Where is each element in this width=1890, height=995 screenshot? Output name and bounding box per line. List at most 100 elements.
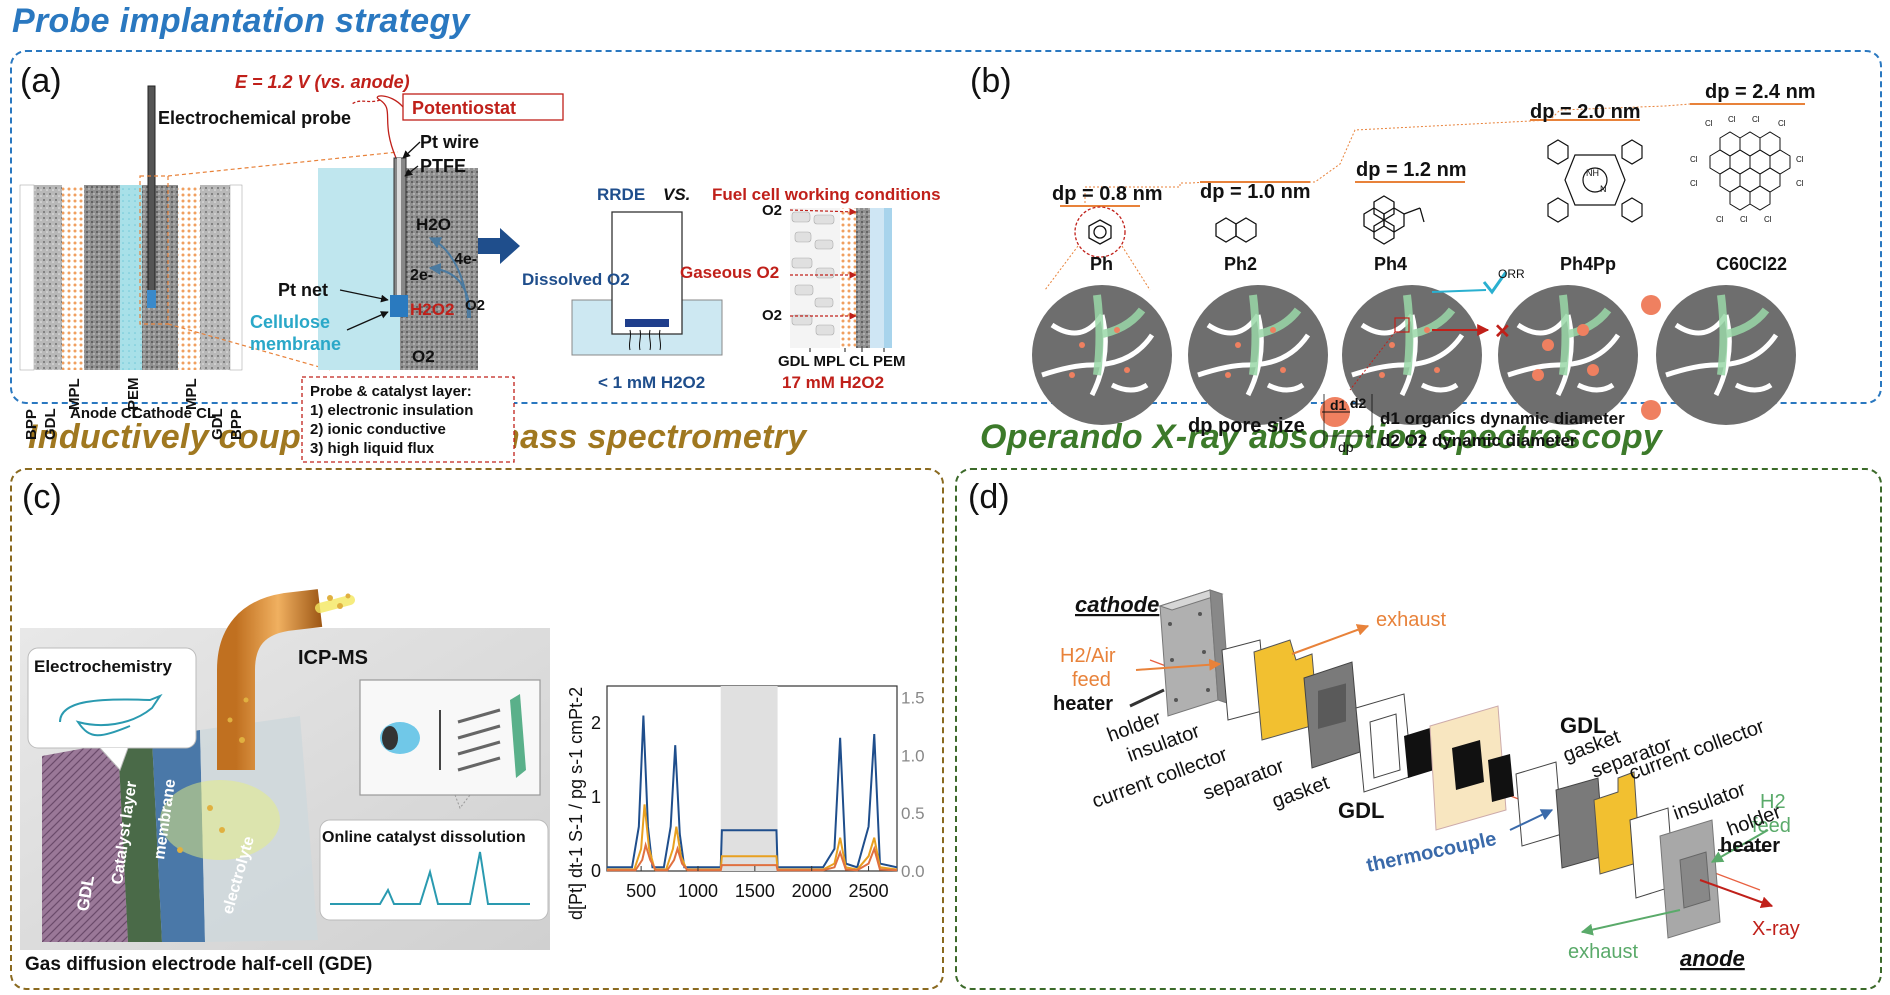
requirement-2: 2) ionic conductive [310, 421, 446, 438]
svg-text:Cl: Cl [1740, 215, 1748, 224]
molecule-dot [1270, 327, 1276, 333]
panel-label-b: (b) [970, 62, 1012, 100]
layer-label-gdl-left: GDL [42, 408, 59, 440]
o2-small-2: O2 [762, 307, 782, 324]
detector-icon [510, 694, 526, 778]
svg-text:Cl: Cl [1716, 215, 1724, 224]
layer-label-pem: PEM [125, 377, 142, 410]
pt-wire-label: Pt wire [420, 132, 479, 152]
rrde-label: RRDE [597, 185, 645, 204]
rrde-electrode [611, 211, 683, 335]
chart-x-tick-label: 2500 [849, 881, 889, 901]
molecule-dot [1379, 372, 1385, 378]
chart-y-tick-label: 0 [591, 861, 601, 881]
exhaust-label-top: exhaust [1376, 609, 1446, 631]
chart-x-tick-label: 500 [626, 881, 656, 901]
molecule-dot [1124, 367, 1130, 373]
molecule-name-1: Ph [1090, 254, 1113, 274]
dp-label-5: dp = 2.4 nm [1705, 81, 1816, 103]
panel-label-c: (c) [22, 478, 62, 516]
chart-y2-tick-label: 0.5 [901, 804, 925, 823]
requirement-3: 3) high liquid flux [310, 440, 435, 457]
gdl-block [42, 742, 128, 942]
rrde-concentration: < 1 mM H2O2 [598, 373, 705, 392]
panel-box-top [10, 50, 1882, 404]
molecule-dot [1587, 364, 1599, 376]
chart-series-group [607, 715, 898, 872]
requirements-box [301, 376, 515, 463]
feed-label-left: feed [1072, 669, 1111, 691]
pore-channel [1507, 313, 1621, 397]
voltage-label: E = 1.2 V (vs. anode) [235, 72, 410, 92]
online-dissolution-callout [319, 819, 549, 921]
gaseous-o2-label: Gaseous O2 [680, 263, 779, 282]
molecule-dot [1641, 400, 1661, 420]
molecule-dot [1434, 367, 1440, 373]
d2-label: d2 [1350, 395, 1367, 411]
molecule-dot [1389, 342, 1395, 348]
panel-a: BPP GDL MPL PEM MPL GDL BPP Anode CL Cat… [19, 72, 941, 463]
layer-label-bpp-left: BPP [23, 409, 40, 440]
svg-text:Cl: Cl [1690, 179, 1698, 188]
c60cl22-molecule [1709, 131, 1791, 211]
four-e-label: 4e- [454, 251, 477, 268]
chart-y2-tick-label: 1.5 [901, 689, 925, 708]
d1-label: d1 [1330, 397, 1347, 413]
pore-size-label: dp pore size [1188, 415, 1305, 437]
chart-shaded-region [720, 686, 778, 871]
gasket-right [1515, 761, 1563, 847]
dp-label-3: dp = 1.2 nm [1356, 159, 1467, 181]
cv-curve [59, 693, 163, 737]
svg-text:Cl: Cl [1752, 115, 1760, 124]
section-title-probe: Probe implantation strategy [12, 2, 470, 40]
svg-text:Cl: Cl [1690, 155, 1698, 164]
electrochemistry-label: Electrochemistry [34, 657, 172, 676]
fuel-cell-conditions-label: Fuel cell working conditions [712, 185, 941, 204]
two-e-label: 2e- [410, 267, 433, 284]
anode-label: anode [1680, 946, 1745, 971]
chart-x-tick-label: 1000 [678, 881, 718, 901]
ptfe-label: PTFE [420, 156, 466, 176]
chart-ylabel: d[Pt] dt-1 S-1 / pg s-1 cmPt-2 [566, 687, 586, 920]
dissolution-trace [330, 851, 530, 905]
o2-small-1: O2 [762, 202, 782, 219]
molecule-name-4: Ph4Pp [1560, 254, 1616, 274]
probe-label: Electrochemical probe [158, 108, 351, 128]
big-right-arrow [478, 228, 520, 264]
panel-box-d [955, 468, 1882, 990]
molecule-dot [1641, 295, 1661, 315]
chart-x-tick-label: 2000 [792, 881, 832, 901]
molecule-dot [1280, 367, 1286, 373]
molecule-dot [1424, 327, 1430, 333]
h2-label: H2 [1760, 791, 1786, 813]
heater-label-left: heater [1053, 693, 1113, 715]
chart-y-tick-label: 1 [591, 787, 601, 807]
exhaust-label-bottom: exhaust [1568, 941, 1638, 963]
panel-c: Electrochemistry ICP-MS Online catalyst … [20, 589, 925, 975]
chart-series-line-2 [607, 841, 898, 872]
pt-net-label: Pt net [278, 280, 328, 300]
svg-text:Cl: Cl [1796, 155, 1804, 164]
thermocouple-label: thermocouple [1364, 828, 1498, 877]
molecule-dot [1577, 324, 1589, 336]
d1-description: d1 organics dynamic diameter [1380, 409, 1625, 428]
fuel-cell-detail [790, 208, 892, 348]
d2-description: d2 O2 dynamic diameter [1380, 431, 1577, 450]
chart-y-tick-label: 2 [591, 713, 601, 733]
h2o-label: H2O [416, 215, 451, 234]
o2-label-b: O2 [412, 347, 435, 366]
gdl-label-left: GDL [1338, 798, 1384, 823]
icpms-label: ICP-MS [298, 647, 368, 669]
cathode-cl-label: Cathode CL [132, 405, 216, 422]
gdl-right-block [1452, 740, 1484, 790]
heater-label-right: heater [1720, 835, 1780, 857]
molecule-dot [1079, 342, 1085, 348]
panel-label-a: (a) [20, 62, 62, 100]
molecule-name-2: Ph2 [1224, 254, 1257, 274]
probe-rod [147, 85, 156, 307]
layer-label-mpl-right: MPL [183, 378, 200, 410]
gdl-label-right: GDL [1560, 713, 1606, 738]
chart-x-tick-label: 1500 [735, 881, 775, 901]
h2-feed-label: feed [1752, 815, 1791, 837]
